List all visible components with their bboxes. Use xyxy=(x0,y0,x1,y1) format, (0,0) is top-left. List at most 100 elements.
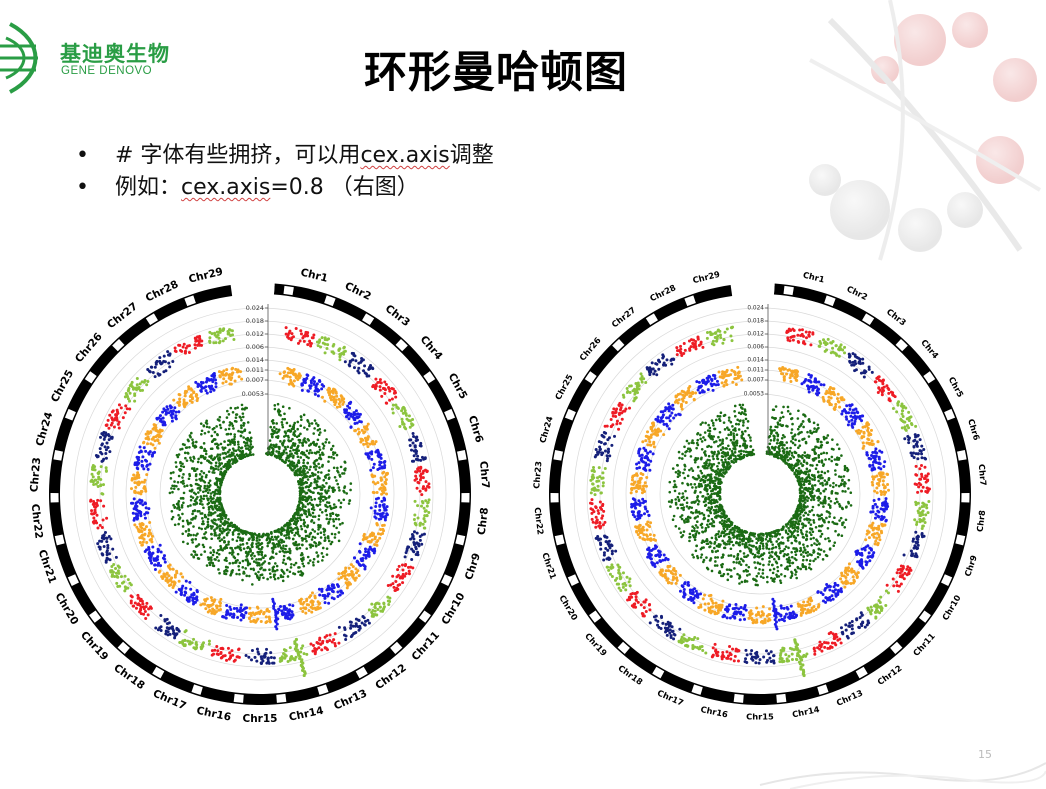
data-point xyxy=(381,503,385,507)
bullet-text-before: 例如： xyxy=(115,175,182,200)
data-point xyxy=(364,556,368,560)
data-point xyxy=(215,555,219,559)
data-point xyxy=(749,652,753,656)
data-point xyxy=(215,483,219,487)
data-point xyxy=(271,551,275,554)
data-point xyxy=(266,577,269,581)
data-point xyxy=(315,483,319,486)
data-point xyxy=(371,480,375,484)
data-point xyxy=(242,424,245,427)
data-point xyxy=(206,491,210,495)
data-point xyxy=(110,564,114,568)
data-point xyxy=(685,643,689,647)
data-point xyxy=(107,426,111,430)
data-point xyxy=(277,450,281,454)
data-point xyxy=(137,461,141,465)
data-point xyxy=(298,441,301,444)
chromosome-label: Chr3 xyxy=(885,306,909,327)
data-point xyxy=(237,445,241,449)
data-point xyxy=(239,446,243,450)
data-point xyxy=(779,651,783,655)
data-point xyxy=(306,343,310,347)
data-point xyxy=(284,648,288,652)
data-point xyxy=(920,510,924,514)
data-point xyxy=(138,382,142,386)
data-point xyxy=(381,511,385,515)
data-point xyxy=(905,567,909,571)
peak-point xyxy=(274,615,278,619)
data-point xyxy=(225,416,229,419)
data-point xyxy=(300,418,303,421)
data-point xyxy=(260,547,263,551)
data-point xyxy=(228,376,232,380)
data-point xyxy=(288,523,291,526)
data-point xyxy=(415,486,419,490)
data-point xyxy=(342,498,346,502)
data-point xyxy=(848,621,852,625)
data-point xyxy=(319,536,323,539)
data-point xyxy=(916,501,920,505)
data-point xyxy=(219,520,223,523)
data-point xyxy=(816,646,820,650)
data-point xyxy=(230,329,234,333)
data-point xyxy=(214,461,218,465)
data-point xyxy=(356,412,360,416)
data-point xyxy=(900,575,904,579)
data-point xyxy=(144,502,148,506)
data-point xyxy=(133,477,137,481)
data-point xyxy=(407,569,411,573)
data-point xyxy=(300,527,304,531)
data-point xyxy=(303,509,307,513)
data-point xyxy=(744,648,748,652)
data-point xyxy=(915,520,919,524)
data-point xyxy=(348,499,352,502)
data-point xyxy=(312,563,315,567)
data-point xyxy=(372,547,376,551)
data-point xyxy=(204,531,208,534)
data-point xyxy=(142,446,146,450)
data-point xyxy=(294,655,298,659)
data-point xyxy=(228,522,231,526)
data-point xyxy=(210,533,213,536)
data-point xyxy=(371,383,375,387)
data-point xyxy=(106,543,110,547)
data-point xyxy=(731,647,735,651)
data-point xyxy=(378,508,382,512)
data-point xyxy=(100,492,104,496)
data-point xyxy=(189,435,192,439)
data-point xyxy=(280,658,284,662)
data-point xyxy=(104,448,108,452)
data-point xyxy=(101,553,105,557)
data-point xyxy=(838,637,842,641)
data-point xyxy=(920,456,924,460)
dna-logo-icon xyxy=(0,22,38,94)
data-point xyxy=(416,550,420,554)
data-point xyxy=(210,527,213,530)
data-point xyxy=(236,552,240,556)
data-point xyxy=(364,536,368,540)
dna-decoration-icon xyxy=(809,0,1042,261)
data-point xyxy=(305,373,309,377)
data-point xyxy=(209,546,212,549)
data-point xyxy=(327,520,331,524)
data-point xyxy=(203,484,207,488)
data-point xyxy=(208,563,212,567)
data-point xyxy=(123,411,127,415)
data-point xyxy=(202,641,206,645)
data-point xyxy=(202,490,205,494)
data-point xyxy=(852,363,856,367)
data-point xyxy=(138,536,142,540)
data-point xyxy=(228,423,231,427)
data-point xyxy=(416,457,420,461)
data-point xyxy=(830,645,834,649)
data-point xyxy=(317,587,321,591)
data-point xyxy=(337,641,341,645)
data-point xyxy=(410,557,414,561)
data-point xyxy=(380,499,384,503)
data-point xyxy=(378,380,382,384)
data-point xyxy=(155,416,159,420)
data-point xyxy=(327,489,330,492)
data-point xyxy=(170,576,174,580)
data-point xyxy=(286,445,290,449)
data-point xyxy=(234,416,238,419)
